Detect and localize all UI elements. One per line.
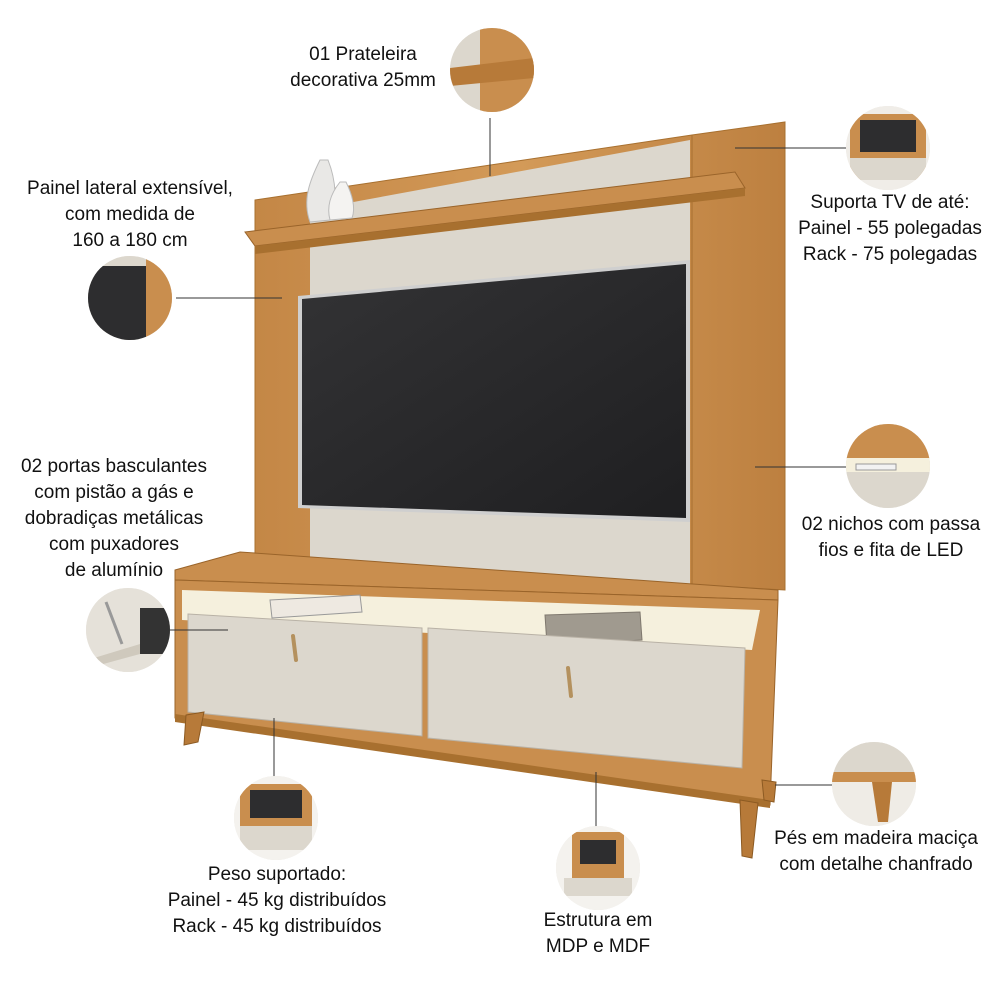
rack-cabinet bbox=[174, 551, 779, 808]
callout-feet-line-1: Pés em madeira maciça bbox=[774, 828, 978, 849]
callout-tv-support: Suporta TV de até: Painel - 55 polegadas… bbox=[782, 190, 998, 268]
rack-feet bbox=[183, 711, 777, 859]
shelf-detail-image bbox=[450, 28, 534, 112]
callout-tv-support-line-2: Painel - 55 polegadas bbox=[798, 218, 982, 239]
decorative-vases bbox=[306, 159, 355, 223]
callout-doors-line-1: 02 portas basculantes bbox=[21, 456, 207, 477]
callout-tv-support-line-1: Suporta TV de até: bbox=[810, 192, 970, 213]
niches-detail-image bbox=[846, 424, 930, 508]
callout-feet: Pés em madeira maciça com detalhe chanfr… bbox=[754, 826, 998, 878]
detail-circle-weight bbox=[234, 776, 318, 860]
callout-shelf-line-2: decorativa 25mm bbox=[290, 70, 436, 91]
side-panel-detail-image bbox=[88, 256, 172, 340]
feet-detail-image bbox=[832, 742, 916, 826]
callout-weight-line-1: Peso suportado: bbox=[207, 864, 347, 885]
detail-circle-doors bbox=[86, 588, 170, 672]
callout-shelf-line-1: 01 Prateleira bbox=[309, 44, 417, 65]
callout-side-panel: Painel lateral extensível, com medida de… bbox=[2, 176, 258, 254]
weight-detail-image bbox=[234, 776, 318, 860]
callout-niches-line-1: 02 nichos com passa bbox=[801, 514, 981, 535]
callout-doors-line-2: com pistão a gás e bbox=[34, 482, 194, 503]
callout-structure-line-1: Estrutura em bbox=[543, 910, 653, 931]
television bbox=[298, 260, 690, 522]
callout-leader-lines bbox=[160, 118, 848, 832]
doors-detail-image bbox=[86, 588, 170, 672]
callout-weight-line-3: Rack - 45 kg distribuídos bbox=[172, 916, 382, 937]
callout-side-panel-line-2: com medida de bbox=[65, 204, 195, 225]
structure-detail-image bbox=[556, 826, 640, 910]
callout-weight-line-2: Painel - 45 kg distribuídos bbox=[167, 890, 387, 911]
detail-circle-tv-support bbox=[846, 106, 930, 190]
detail-circle-side-panel bbox=[88, 256, 172, 340]
tv-support-detail-image bbox=[846, 106, 930, 190]
callout-niches: 02 nichos com passa fios e fita de LED bbox=[784, 512, 998, 564]
callout-doors-line-5: de alumínio bbox=[64, 560, 164, 581]
detail-circle-shelf bbox=[450, 28, 534, 112]
callout-weight: Peso suportado: Painel - 45 kg distribuí… bbox=[140, 862, 414, 940]
callout-side-panel-line-1: Painel lateral extensível, bbox=[27, 178, 233, 199]
decorative-shelf bbox=[244, 171, 746, 254]
detail-circle-structure bbox=[556, 826, 640, 910]
detail-circle-feet bbox=[832, 742, 916, 826]
callout-side-panel-line-3: 160 a 180 cm bbox=[72, 230, 188, 251]
callout-doors-line-3: dobradiças metálicas bbox=[24, 508, 204, 529]
callout-structure: Estrutura em MDP e MDF bbox=[516, 908, 680, 960]
callout-doors-line-4: com puxadores bbox=[49, 534, 179, 555]
callout-feet-line-2: com detalhe chanfrado bbox=[779, 854, 973, 875]
callout-tv-support-line-3: Rack - 75 polegadas bbox=[802, 244, 978, 265]
callout-niches-line-2: fios e fita de LED bbox=[818, 540, 964, 561]
callout-structure-line-2: MDP e MDF bbox=[545, 936, 651, 957]
detail-circle-niches bbox=[846, 424, 930, 508]
callout-doors: 02 portas basculantes com pistão a gás e… bbox=[0, 454, 228, 584]
callout-shelf: 01 Prateleira decorativa 25mm bbox=[268, 42, 458, 94]
